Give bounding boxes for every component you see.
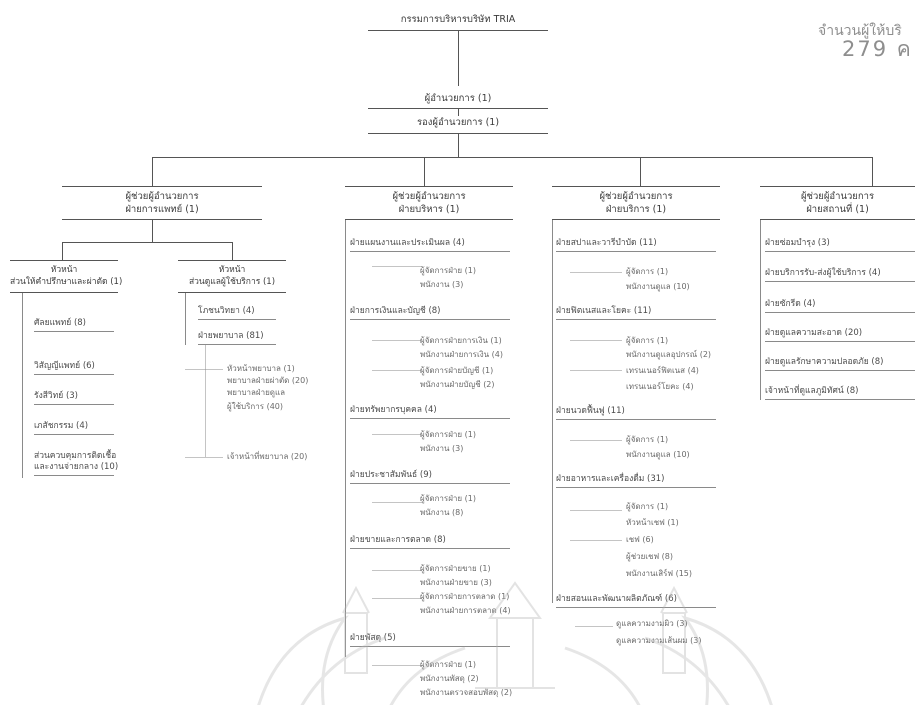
admin-hr-sub-2: พนักงาน (3)	[420, 444, 464, 453]
facility-security: ฝ่ายดูแลรักษาความปลอดภัย (8)	[765, 357, 884, 367]
admin-finance-sub-2: พนักงานฝ่ายการเงิน (4)	[420, 350, 503, 359]
board-box: กรรมการบริหารบริษัท TRIA	[400, 14, 516, 25]
service-dept-spa: ฝ่ายสปาและวารีบำบัด (11)	[556, 238, 657, 248]
service-massage-sub-2: พนักงานดูแล (10)	[626, 450, 690, 459]
admin-dept-planning: ฝ่ายแผนงานและประเมินผล (4)	[350, 238, 465, 248]
surgeons-item: ศัลยแพทย์ (8)	[34, 318, 86, 328]
service-food-sub-2: หัวหน้าเชฟ (1)	[626, 518, 679, 527]
admin-sales-sub-1: ผู้จัดการฝ่ายขาย (1)	[420, 564, 491, 573]
admin-sales-sub-4: พนักงานฝ่ายการตลาด (4)	[420, 606, 511, 615]
service-spa-sub-2: พนักงานดูแล (10)	[626, 282, 690, 291]
service-fitness-sub-1: ผู้จัดการ (1)	[626, 336, 669, 345]
pharmacy-item: เภสัชกรรม (4)	[34, 421, 89, 431]
service-spa-sub-1: ผู้จัดการ (1)	[626, 267, 669, 276]
service-fitness-sub-3: เทรนเนอร์ฟิตเนส (4)	[626, 366, 699, 375]
admin-finance-sub-4: พนักงานฝ่ายบัญชี (2)	[420, 380, 495, 389]
admin-dept-supplies: ฝ่ายพัสดุ (5)	[350, 633, 396, 643]
admin-pr-sub-2: พนักงาน (8)	[420, 508, 464, 517]
admin-sales-sub-2: พนักงานฝ่ายขาย (3)	[420, 578, 492, 587]
assistant-medical-box: ผู้ช่วยผู้อำนวยการฝ่ายการแพทย์ (1)	[125, 191, 199, 215]
assistant-service-box: ผู้ช่วยผู้อำนวยการฝ่ายบริการ (1)	[599, 191, 673, 215]
seal-watermark	[257, 581, 773, 705]
staff-count-value: 279 ค	[842, 37, 913, 61]
admin-dept-hr: ฝ่ายทรัพยากรบุคคล (4)	[350, 405, 437, 415]
service-massage-sub-1: ผู้จัดการ (1)	[626, 435, 669, 444]
admin-sales-sub-3: ผู้จัดการฝ่ายการตลาด (1)	[420, 592, 510, 601]
service-food-sub-3: เชฟ (6)	[626, 535, 654, 544]
service-dept-massage: ฝ่ายนวดฟื้นฟู (11)	[556, 406, 625, 416]
admin-supplies-sub-2: พนักงานพัสดุ (2)	[420, 674, 479, 683]
service-fitness-sub-4: เทรนเนอร์โยคะ (4)	[626, 382, 694, 391]
nursing-sub-1: หัวหน้าพยาบาล (1)	[227, 364, 295, 373]
infection-control-item: ส่วนควบคุมการติดเชื้อ	[34, 451, 117, 461]
service-food-sub-5: พนักงานเสิร์ฟ (15)	[626, 569, 692, 578]
deputy-director-box: รองผู้อำนวยการ (1)	[416, 117, 500, 128]
head-consult-surgery: หัวหน้าส่วนให้คำปรึกษาและผ่าตัด (1)	[10, 265, 123, 287]
nursing-sub-4: ผู้ใช้บริการ (40)	[227, 402, 283, 411]
service-fitness-sub-2: พนักงานดูแลอุปกรณ์ (2)	[626, 350, 712, 359]
admin-finance-sub-3: ผู้จัดการฝ่ายบัญชี (1)	[420, 366, 494, 375]
nursing-item: ฝ่ายพยาบาล (81)	[198, 331, 264, 341]
anesthesiologists-item: วิสัญญีแพทย์ (6)	[34, 361, 95, 371]
staff-count-label: จำนวนผู้ให้บริ	[818, 23, 902, 39]
head-patient-care: หัวหน้าส่วนดูแลผู้ใช้บริการ (1)	[188, 265, 276, 287]
assistant-admin-box: ผู้ช่วยผู้อำนวยการฝ่ายบริหาร (1)	[392, 191, 466, 215]
admin-supplies-sub-3: พนักงานตรวจสอบพัสดุ (2)	[420, 688, 513, 697]
admin-pr-sub-1: ผู้จัดการฝ่าย (1)	[420, 494, 476, 503]
nursing-sub-2: พยาบาลฝ่ายผ่าตัด (20)	[227, 376, 309, 385]
admin-dept-pr: ฝ่ายประชาสัมพันธ์ (9)	[350, 470, 432, 480]
admin-finance-sub-1: ผู้จัดการฝ่ายการเงิน (1)	[420, 336, 502, 345]
service-dept-beauty: ฝ่ายสอนและพัฒนาผลิตภัณฑ์ (6)	[556, 594, 677, 604]
service-food-sub-1: ผู้จัดการ (1)	[626, 502, 669, 511]
nursing-sub-5: เจ้าหน้าที่พยาบาล (20)	[227, 452, 308, 461]
facility-maintenance: ฝ่ายซ่อมบำรุง (3)	[765, 238, 830, 248]
radiology-item: รังสีวิทย์ (3)	[34, 391, 79, 401]
service-beauty-sub-2: ดูแลความงามเส้นผม (3)	[616, 636, 702, 645]
facility-landscape: เจ้าหน้าที่ดูแลภูมิทัศน์ (8)	[765, 386, 859, 396]
admin-dept-sales: ฝ่ายขายและการตลาด (8)	[350, 535, 446, 545]
admin-planning-sub-2: พนักงาน (3)	[420, 280, 464, 289]
service-food-sub-4: ผู้ช่วยเชฟ (8)	[626, 552, 673, 561]
infection-control-item-2: และงานจ่ายกลาง (10)	[34, 462, 119, 472]
facility-laundry: ฝ่ายซักรีด (4)	[765, 299, 816, 309]
service-dept-food: ฝ่ายอาหารและเครื่องดื่ม (31)	[556, 474, 665, 484]
admin-planning-sub-1: ผู้จัดการฝ่าย (1)	[420, 266, 476, 275]
facility-transport: ฝ่ายบริการรับ-ส่งผู้ใช้บริการ (4)	[765, 268, 881, 278]
director-box: ผู้อำนวยการ (1)	[424, 93, 492, 104]
assistant-facility-box: ผู้ช่วยผู้อำนวยการฝ่ายสถานที่ (1)	[800, 191, 875, 215]
nutrition-item: โภชนวิทยา (4)	[198, 306, 255, 316]
admin-supplies-sub-1: ผู้จัดการฝ่าย (1)	[420, 660, 476, 669]
service-beauty-sub-1: ดูแลความงามผิว (3)	[616, 619, 688, 628]
admin-hr-sub-1: ผู้จัดการฝ่าย (1)	[420, 430, 476, 439]
nursing-sub-3: พยาบาลฝ่ายดูแล	[227, 388, 286, 397]
service-dept-fitness: ฝ่ายฟิตเนสและโยคะ (11)	[556, 306, 652, 316]
facility-cleaning: ฝ่ายดูแลความสะอาด (20)	[765, 328, 863, 338]
admin-dept-finance: ฝ่ายการเงินและบัญชี (8)	[350, 306, 441, 316]
